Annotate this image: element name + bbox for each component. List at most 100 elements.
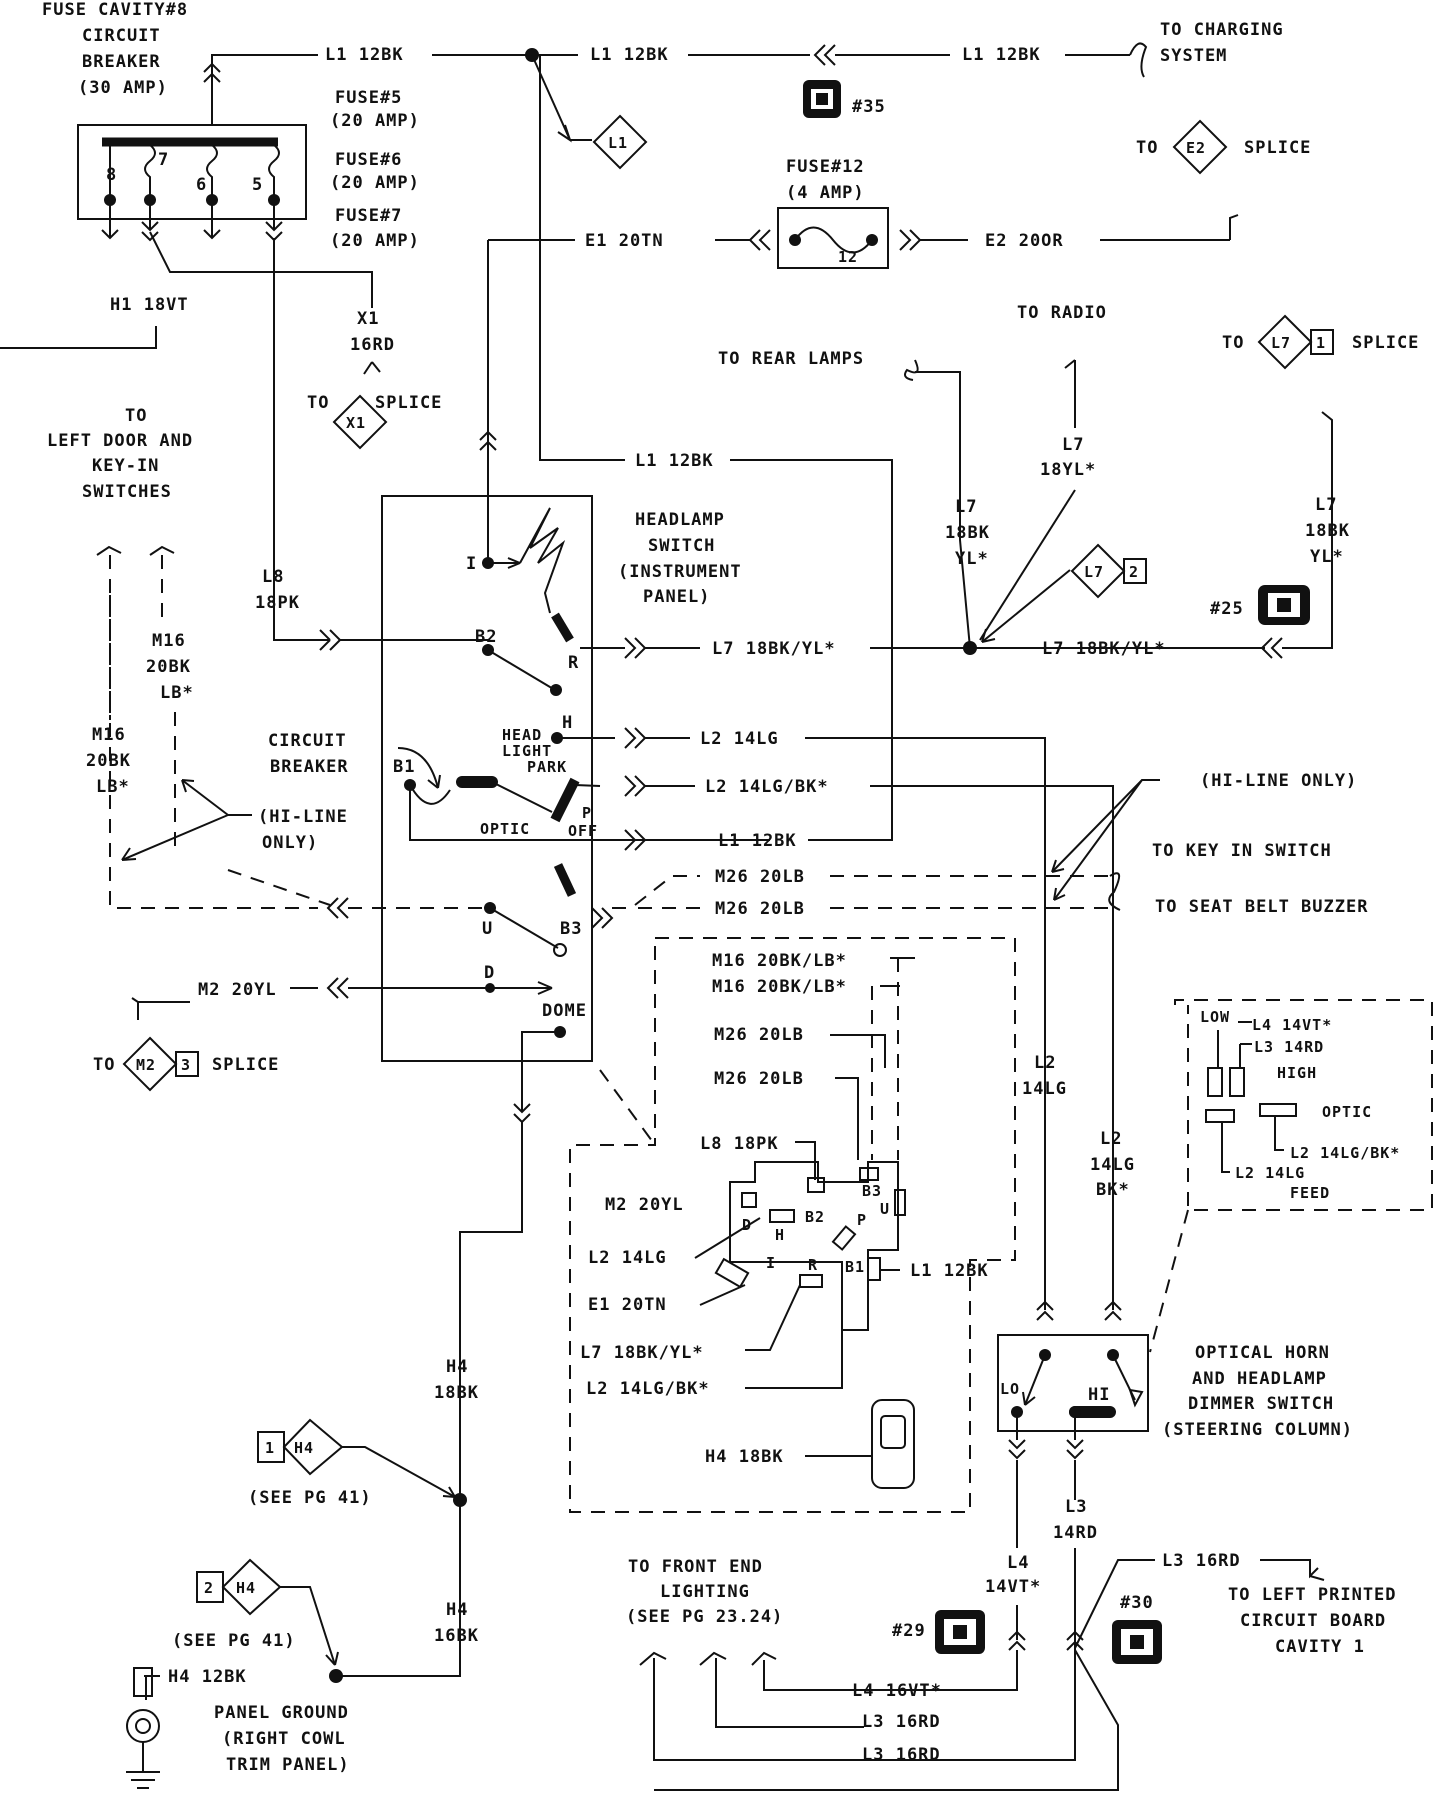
svg-text:PARK: PARK: [527, 758, 567, 776]
svg-text:L7: L7: [1084, 563, 1104, 581]
dimmer-switch: L2 14LG L2 14LG BK* LO HI OPTICAL HORN A…: [653, 1053, 1396, 1791]
svg-text:BREAKER: BREAKER: [82, 52, 161, 72]
wire-l7-right: L7: [1315, 495, 1337, 515]
svg-text:U: U: [880, 1200, 890, 1218]
panel-ground-label: PANEL GROUND: [214, 1703, 349, 1723]
wire-x1-16rd: X1: [357, 309, 379, 329]
splice-l1: [592, 114, 648, 170]
svg-text:H4 18BK: H4 18BK: [705, 1447, 784, 1467]
svg-text:SPLICE: SPLICE: [375, 393, 442, 413]
to-front-end-lighting: TO FRONT END: [628, 1557, 763, 1577]
svg-text:YL*: YL*: [1310, 547, 1344, 567]
svg-text:LIGHTING: LIGHTING: [660, 1582, 750, 1602]
fuse-12: FUSE#12 (4 AMP) 12 E1 20TN E2 20OR: [487, 157, 1239, 440]
fuse-5-label: FUSE#5: [335, 88, 402, 108]
to-seat-belt-buzzer: TO SEAT BELT BUZZER: [1155, 897, 1368, 917]
svg-text:(INSTRUMENT: (INSTRUMENT: [618, 562, 742, 582]
svg-text:OPTIC: OPTIC: [1322, 1103, 1372, 1121]
wire-l8-18pk: L8: [262, 567, 284, 587]
splice-l7-2: [1070, 543, 1126, 599]
svg-text:BK*: BK*: [1096, 1180, 1130, 1200]
fuse-block-title: FUSE CAVITY#8: [42, 0, 188, 20]
svg-text:HEAD: HEAD: [502, 726, 542, 744]
wire-m26-a: M26 20LB: [715, 867, 805, 887]
wire-h4-18bk: H4: [446, 1357, 468, 1377]
svg-text:LOW: LOW: [1200, 1008, 1230, 1026]
splice-l7-1: [1257, 314, 1313, 370]
svg-text:#30: #30: [1120, 1593, 1154, 1613]
svg-text:DIMMER SWITCH: DIMMER SWITCH: [1188, 1394, 1334, 1414]
svg-text:TO: TO: [307, 393, 329, 413]
svg-text:(20 AMP): (20 AMP): [330, 231, 420, 251]
dimmer-switch-box: [997, 1334, 1149, 1432]
svg-text:14LG: 14LG: [1090, 1155, 1135, 1175]
wire-e2-20or: E2 20OR: [985, 231, 1064, 251]
svg-text:TRIM PANEL): TRIM PANEL): [226, 1755, 350, 1775]
svg-text:CAVITY 1: CAVITY 1: [1275, 1637, 1365, 1657]
svg-text:18YL*: 18YL*: [1040, 460, 1096, 480]
svg-text:ONLY): ONLY): [262, 833, 318, 853]
svg-text:M16 20BK/LB*: M16 20BK/LB*: [712, 977, 847, 997]
svg-text:TO: TO: [1136, 138, 1158, 158]
svg-text:18BK: 18BK: [945, 523, 990, 543]
svg-text:(SEE PG 23.24): (SEE PG 23.24): [626, 1607, 783, 1627]
svg-text:L1 12BK: L1 12BK: [635, 451, 714, 471]
circuit-breaker-label: CIRCUIT: [268, 731, 347, 751]
dimmer-connector-detail: LOW L4 14VT* L3 14RD HIGH OPTIC L2 14LG/…: [1149, 999, 1433, 1353]
svg-text:P: P: [582, 804, 592, 822]
svg-text:16BK: 16BK: [434, 1626, 479, 1646]
svg-text:6: 6: [196, 175, 207, 195]
svg-text:B2: B2: [805, 1208, 825, 1226]
wire-l2-14lg: L2 14LG: [700, 729, 779, 749]
wire-m2-20yl: M2 20YL: [198, 980, 277, 1000]
svg-text:SPLICE: SPLICE: [1244, 138, 1311, 158]
hi-line-only-right: (HI-LINE ONLY): [1200, 771, 1357, 791]
svg-text:8: 8: [106, 165, 117, 185]
wire-l7-rear: L7: [955, 497, 977, 517]
svg-text:I: I: [766, 1254, 776, 1272]
svg-text:SWITCH: SWITCH: [648, 536, 715, 556]
svg-text:7: 7: [158, 150, 169, 170]
splice-x1: [332, 394, 388, 450]
svg-text:L2 14LG: L2 14LG: [1235, 1164, 1305, 1182]
l7-upper-wires: TO REAR LAMPS L7 18BK YL* TO RADIO L7 18…: [718, 303, 1418, 649]
svg-text:U: U: [482, 919, 493, 939]
wire-l2-vertical-1: L2: [1034, 1053, 1056, 1073]
svg-text:(20 AMP): (20 AMP): [330, 111, 420, 131]
svg-text:M2: M2: [136, 1056, 156, 1074]
svg-text:TO: TO: [93, 1055, 115, 1075]
svg-text:OFF: OFF: [568, 822, 598, 840]
svg-text:(SEE PG 41): (SEE PG 41): [172, 1631, 296, 1651]
svg-text:20BK: 20BK: [86, 751, 131, 771]
to-key-in-switch: TO KEY IN SWITCH: [1152, 841, 1332, 861]
svg-text:20BK: 20BK: [146, 657, 191, 677]
h1-x1-wires: H1 18VT X1 16RD TO X1 SPLICE L8 18PK: [0, 231, 442, 641]
wire-l3-16rd-right: L3 16RD: [1162, 1551, 1241, 1571]
svg-text:M26 20LB: M26 20LB: [714, 1069, 804, 1089]
svg-text:1: 1: [1316, 334, 1326, 352]
splice-h4-1: [282, 1418, 344, 1476]
svg-text:L1 12BK: L1 12BK: [910, 1261, 989, 1281]
svg-text:E1 20TN: E1 20TN: [588, 1295, 667, 1315]
svg-text:HI: HI: [1088, 1385, 1110, 1405]
svg-text:H: H: [775, 1226, 785, 1244]
svg-text:L3 14RD: L3 14RD: [1254, 1038, 1324, 1056]
svg-text:16RD: 16RD: [350, 335, 395, 355]
svg-text:B3: B3: [862, 1182, 882, 1200]
svg-text:12: 12: [838, 248, 858, 266]
svg-text:L7 18BK/YL*: L7 18BK/YL*: [580, 1343, 704, 1363]
dimmer-switch-label: OPTICAL HORN: [1195, 1343, 1330, 1363]
svg-text:SWITCHES: SWITCHES: [82, 482, 172, 502]
svg-text:18BK: 18BK: [1305, 521, 1350, 541]
svg-text:LO: LO: [1000, 1380, 1020, 1398]
svg-text:CIRCUIT: CIRCUIT: [82, 26, 161, 46]
svg-text:KEY-IN: KEY-IN: [92, 456, 159, 476]
svg-text:L7: L7: [1271, 334, 1291, 352]
svg-text:14RD: 14RD: [1053, 1523, 1098, 1543]
svg-text:TO: TO: [1222, 333, 1244, 353]
svg-text:M26 20LB: M26 20LB: [714, 1025, 804, 1045]
wire-l4-14vt: L4: [1007, 1553, 1029, 1573]
wire-m16-a: M16: [152, 631, 186, 651]
svg-text:L2 14LG/BK*: L2 14LG/BK*: [1290, 1144, 1400, 1162]
